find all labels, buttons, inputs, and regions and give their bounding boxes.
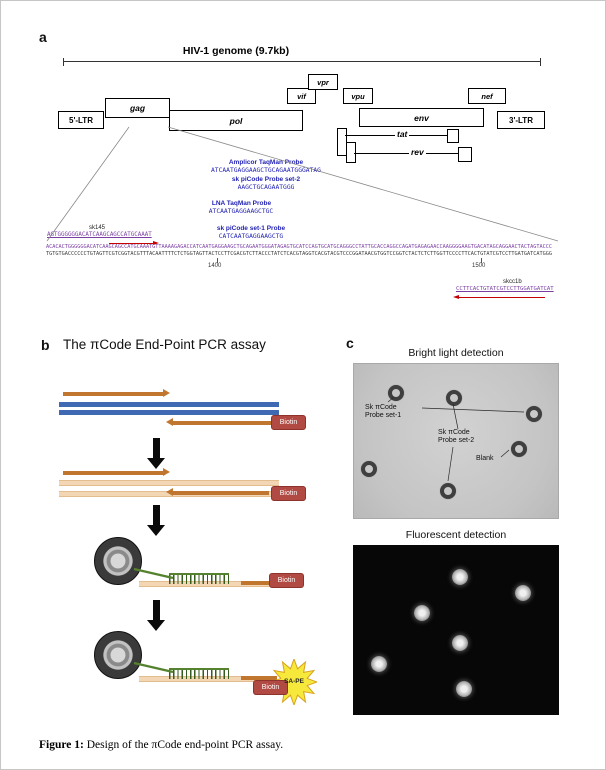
sape-starburst-icon [271,659,317,705]
gene-box-vif: vif [287,88,316,104]
lna-probe-label: LNA TaqMan Probe [211,200,272,207]
hybridization-ladder-2 [169,668,229,679]
fluorescent-microdisc [414,605,430,621]
biotin-tag-2: Biotin [271,486,306,501]
annotation-set2-line1: Sk πCode [438,429,470,436]
bright-light-image: Sk πCode Probe set-1 Sk πCode Probe set-… [353,363,559,519]
microdisc [511,441,527,457]
picode-microdisc-2 [94,631,142,679]
reverse-primer-arrow-2 [166,488,269,497]
annotation-blank-text: Blank [476,455,494,462]
genome-scale-line [63,58,541,66]
bright-light-title: Bright light detection [408,347,504,359]
amplicor-probe-seq: ATCAATGAGGAAGCTGCAGAATGGGATAG [211,167,321,174]
sape-label: SA-PE [284,678,304,685]
microdisc [361,461,377,477]
rev-exon2-box [458,147,472,162]
annotation-set1: Sk πCode Probe set-1 [365,404,401,420]
gene-box-pol: pol [169,110,303,131]
skcc1b-primer-seq: CCTTCACTGTATCGTCCTTGGATGATCAT [456,286,554,292]
sk145-primer-seq: AGTGGGGGGACATCAAGCAGCCATGCAAAT [47,232,152,238]
gene-box-gag: gag [105,98,170,118]
annotation-blank: Blank [476,455,494,463]
caption-text: Design of the πCode end-point PCR assay. [83,739,284,751]
amplicor-probe-label: Amplicor TaqMan Probe [228,159,304,166]
down-arrow-1 [147,438,165,469]
fluorescent-microdisc [452,569,468,585]
microdisc [388,385,404,401]
captured-strand-1-primer-region [241,581,277,585]
caption-label: Figure 1: [39,739,84,751]
reverse-primer-arrow-1 [166,418,271,426]
down-arrow-2 [147,505,165,536]
picode-set1-seq: CATCAATGAGGAAGCTG [218,233,284,240]
panel-b-label: b [41,337,50,353]
picode-set2-seq: AAGCTGCAGAATGGG [237,184,295,191]
gene-box-vpr: vpr [308,74,338,90]
panel-a-label: a [39,29,47,45]
fluorescent-microdisc [371,656,387,672]
gene-label-tat: tat [395,129,410,139]
gene-box-vpu: vpu [343,88,373,104]
tat-exon2-box [447,129,459,143]
microdisc [446,390,462,406]
captured-strand-2-primer-region [241,676,277,680]
figure-caption: Figure 1: Design of the πCode end-point … [39,739,283,751]
annotation-set2: Sk πCode Probe set-2 [438,429,474,445]
gene-box-env: env [359,108,484,127]
annotation-set2-line2: Probe set-2 [438,437,475,444]
panel-b-title: The πCode End-Point PCR assay [63,337,266,352]
position-tick-1400 [217,258,218,263]
panel-c-label: c [346,335,354,351]
biotin-tag-1: Biotin [271,415,306,430]
microdisc [526,406,542,422]
down-arrow-3 [147,600,165,631]
sense-strand-sequence: ACACACTGGGGGGACATCAAGCAGCCATGCAAATGTTAAA… [46,244,552,250]
skcc1b-direction-arrow [453,294,545,299]
position-label-1400: 1400 [208,263,222,269]
skcc1b-primer-label: skcc1b [503,279,522,285]
picode-set2-label: sk piCode Probe set-2 [231,176,301,183]
biotin-tag-4: Biotin [253,680,288,695]
genome-title: HIV-1 genome (9.7kb) [182,45,290,57]
gene-box-5ltr: 5'-LTR [58,111,104,129]
fluorescent-microdisc [515,585,531,601]
fluorescent-image [353,545,559,715]
amplicon-strand-top [59,480,279,486]
fluorescent-microdisc [456,681,472,697]
gene-box-nef: nef [468,88,506,104]
biotin-tag-3: Biotin [269,573,304,588]
zoom-line-left [46,126,130,242]
position-tick-1500 [481,258,482,263]
sk145-primer-label: sk145 [89,225,106,231]
antisense-strand-sequence: TGTGTGACCCCCCTGTAGTTCGTCGGTACGTTTACAATTT… [46,251,552,257]
hybridization-ladder-1 [169,573,229,584]
position-label-1500: 1500 [472,263,486,269]
sk145-direction-arrow [109,240,159,245]
picode-set1-label: sk piCode set-1 Probe [216,225,286,232]
picode-microdisc-1 [94,537,142,585]
lna-probe-seq: ATCAATGAGGAAGCTGC [208,208,274,215]
template-strand-bottom [59,410,279,415]
annotation-set1-line2: Probe set-1 [365,412,402,419]
fluorescent-title: Fluorescent detection [405,529,507,541]
gene-box-3ltr: 3'-LTR [497,111,545,129]
gene-label-rev: rev [409,147,426,157]
template-strand-top [59,402,279,407]
microdisc [440,483,456,499]
annotation-set1-line1: Sk πCode [365,404,397,411]
fluorescent-microdisc [452,635,468,651]
forward-primer-arrow-1 [63,389,170,397]
forward-primer-arrow-2 [63,468,170,476]
